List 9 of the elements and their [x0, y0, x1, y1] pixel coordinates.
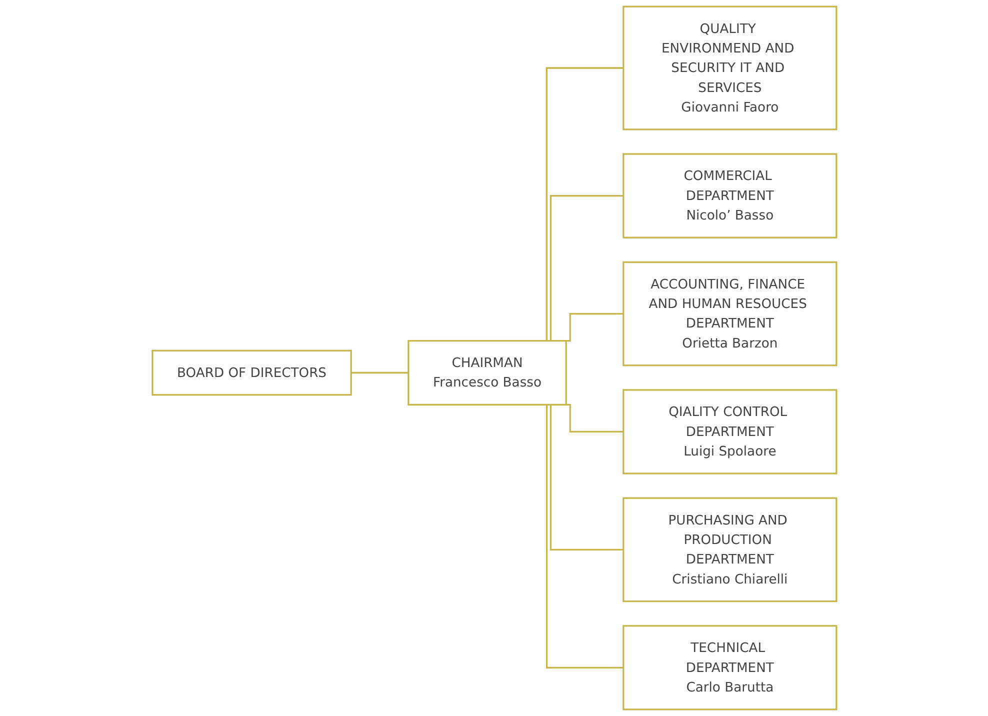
- connector: [350, 372, 408, 374]
- node-box: ACCOUNTING, FINANCE AND HUMAN RESOUCES DEPARTMENT Orietta Barzon: [622, 261, 837, 366]
- node-box: QUALITY ENVIRONMEND AND SECURITY IT AND SERVICES Giovanni Faoro: [622, 6, 837, 130]
- node-box: CHAIRMAN Francesco Basso: [407, 340, 566, 406]
- node-box: TECHNICAL DEPARTMENT Carlo Barutta: [622, 625, 837, 710]
- node-box: BOARD OF DIRECTORS: [151, 350, 352, 396]
- node-box: PURCHASING AND PRODUCTION DEPARTMENT Cristiano Chiarelli: [622, 497, 837, 602]
- node-box: COMMERCIAL DEPARTMENT Nicolo’ Basso: [622, 153, 837, 238]
- node-box: QIALITY CONTROL DEPARTMENT Luigi Spolaore: [622, 389, 837, 474]
